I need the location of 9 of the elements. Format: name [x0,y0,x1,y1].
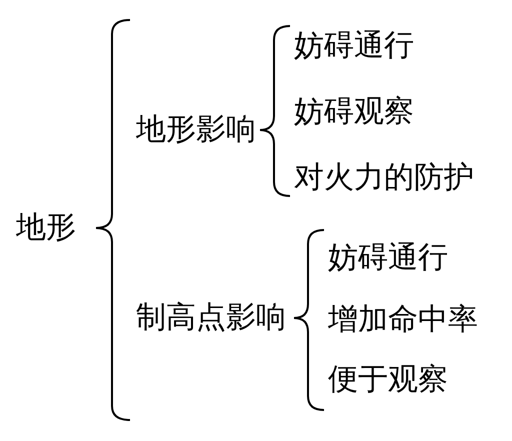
branch-text: 地形影响 [136,112,256,148]
item-text: 对火力的防护 [294,160,474,196]
item-text: 增加命中率 [328,302,478,338]
item-text: 便于观察 [328,362,448,398]
branch-text: 制高点影响 [136,300,286,336]
item-text: 妨碍通行 [294,28,414,64]
item-text: 妨碍通行 [328,240,448,276]
topic-text: 地形 [16,210,76,246]
item-text: 妨碍观察 [294,94,414,130]
